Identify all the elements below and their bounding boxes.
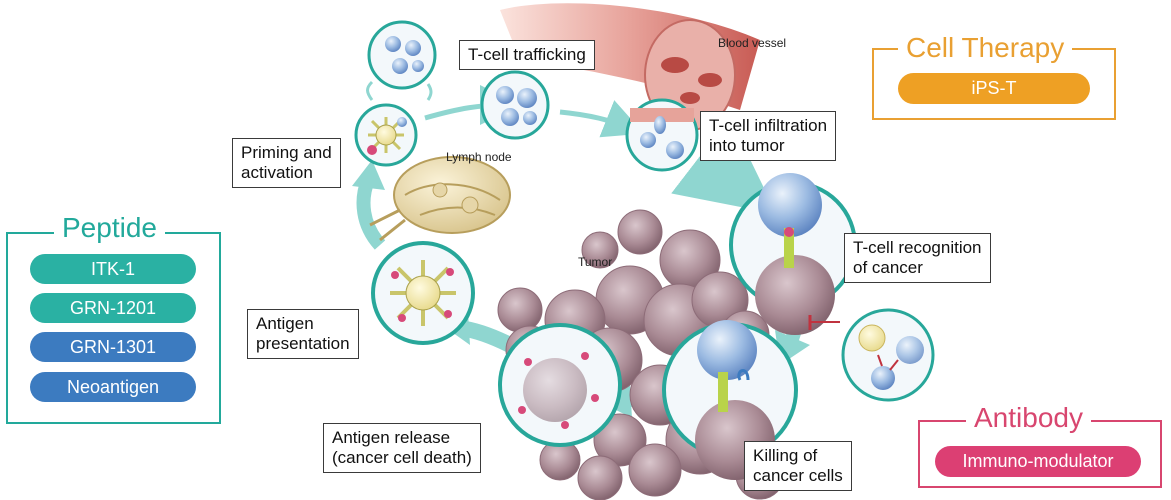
pill-peptide-4: Neoantigen	[30, 372, 196, 402]
pill-antibody-1: Immuno-modulator	[935, 446, 1141, 477]
step-label-trafficking: T-cell trafficking	[459, 40, 595, 70]
cell-circle-priming	[354, 103, 418, 167]
step-label-infiltration: T-cell infiltration into tumor	[700, 111, 837, 161]
step-label-presentation: Antigen presentation	[247, 309, 359, 359]
tumor-cell	[577, 455, 623, 500]
pill-peptide-2: GRN-1201	[30, 293, 196, 323]
antibody-group-title: Antibody	[966, 402, 1091, 434]
cell-circle-recognition	[729, 173, 857, 335]
cell-circle-antigen-presentation	[371, 241, 475, 345]
tumor-label: Tumor	[578, 255, 613, 269]
pill-peptide-3: GRN-1301	[30, 332, 196, 362]
step-label-release: Antigen release (cancer cell death)	[323, 423, 481, 473]
cell-circle-antigen-release	[498, 323, 622, 447]
step-label-killing: Killing of cancer cells	[744, 441, 852, 491]
tumor-cell	[593, 413, 647, 467]
lymph-node-label: Lymph node	[446, 150, 512, 164]
pill-peptide-1: ITK-1	[30, 254, 196, 284]
cell-circle-checkpoint	[808, 308, 935, 402]
tumor-cell	[497, 287, 543, 333]
cell-circle-trafficking	[480, 70, 550, 140]
cell-circle-infiltration	[625, 98, 699, 172]
cell-therapy-group-title: Cell Therapy	[898, 32, 1073, 64]
cell-circle-activated-tcells	[367, 20, 437, 90]
tumor-cell	[581, 231, 619, 269]
step-label-recognition: T-cell recognition of cancer	[844, 233, 991, 283]
blood-vessel-label: Blood vessel	[718, 36, 787, 50]
tumor-cell	[628, 443, 682, 497]
step-label-priming: Priming and activation	[232, 138, 341, 188]
peptide-group-title: Peptide	[54, 212, 165, 244]
pill-cell-therapy-1: iPS-T	[898, 73, 1090, 104]
tumor-cell	[617, 209, 663, 255]
lymph-node-illustration	[369, 156, 511, 242]
